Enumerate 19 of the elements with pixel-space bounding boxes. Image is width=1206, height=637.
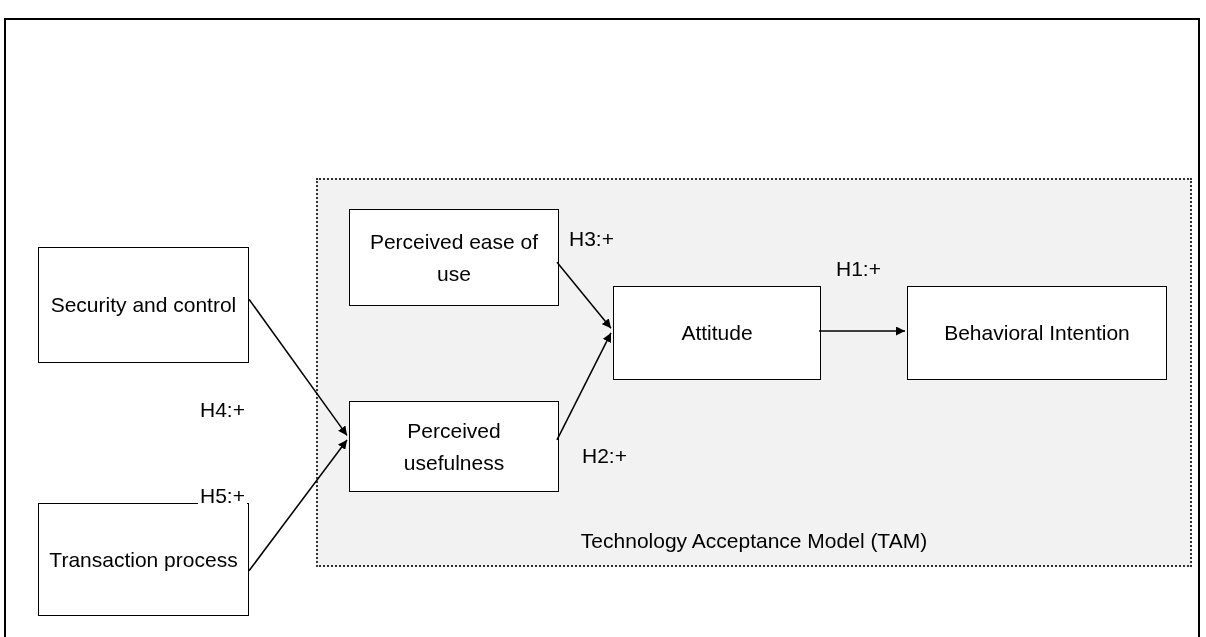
construct-box [907,286,1167,380]
arrow [818,326,906,336]
construct-label: Perceived ease of use [368,229,540,287]
construct-box [349,209,559,306]
construct-box [613,286,821,380]
construct-label: Behavioral Intention [944,320,1130,347]
construct-box [38,503,249,616]
construct-label: Attitude [681,320,753,347]
construct-box [349,401,559,492]
arrow [556,261,612,329]
arrow [556,332,612,441]
arrow [248,439,348,572]
construct-label: Perceived usefulness [402,418,506,476]
group-title: Technology Acceptance Model (TAM) [579,529,929,553]
arrow [248,298,348,437]
construct-box [38,247,249,363]
construct-label: Transaction process [49,546,238,573]
model-group-box [316,178,1192,567]
construct-label: Security and control [50,292,237,319]
